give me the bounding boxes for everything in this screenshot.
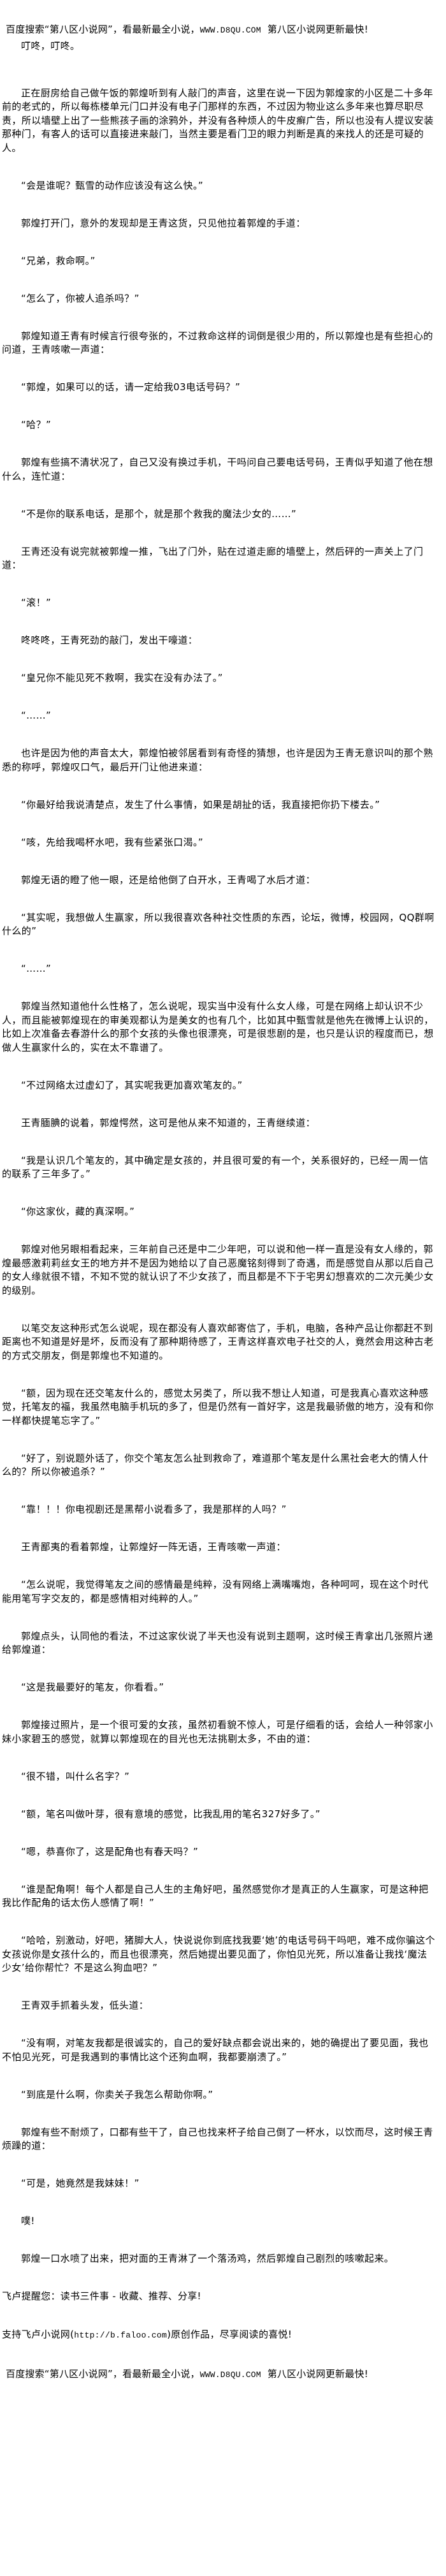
story-paragraph: “到底是什么啊，你卖关子我怎么帮助你啊。”: [21, 2088, 213, 2100]
story-paragraph: 王青双手抓着头发，低头道：: [21, 2000, 149, 2011]
banner-suffix: 第八区小说网更新最快!: [261, 2368, 368, 2380]
story-paragraph: “皇兄你不能见死不救啊，我实在没有办法了。”: [21, 672, 223, 684]
faloo-link[interactable]: http://b.faloo.com: [74, 2331, 168, 2340]
story-paragraph: “嗯，恭喜你了，这是配角也有春天吗？”: [21, 1845, 199, 1857]
chapter-body: 叮咚，叮咚。正在厨房给自己做午饭的郭煌听到有人敲门的声音，这里在说一下因为郭煌家…: [2, 40, 436, 2266]
story-paragraph: “靠！！！你电视剧还是黑帮小说看多了，我是那样的人吗？”: [21, 1504, 287, 1515]
story-paragraph: 郭煌无语的瞪了他一眼，还是给他倒了白开水，王青喝了水后才道：: [21, 874, 316, 886]
story-paragraph: 正在厨房给自己做午饭的郭煌听到有人敲门的声音，这里在说一下因为郭煌家的小区是二十…: [2, 87, 434, 154]
banner-suffix: 第八区小说网更新最快!: [261, 24, 368, 35]
story-paragraph: “不是你的联系电话，是那个，就是那个救我的魔法少女的……”: [21, 508, 297, 520]
story-paragraph: 郭煌一口水喷了出来，把对面的王青淋了一个落汤鸡，然后郭煌自己剧烈的咳嗽起来。: [21, 2253, 394, 2264]
story-paragraph: 王青腼腆的说着，郭煌愕然，这可是他从来不知道的，王青继续道：: [21, 1116, 316, 1129]
story-paragraph: “这是我最要好的笔友，你看看。”: [21, 1681, 164, 1693]
story-paragraph: 王青鄙夷的看着郭煌，让郭煌好一阵无语，王青咳嗽一声道：: [21, 1541, 286, 1553]
footer-banner: 百度搜索“第八区小说网”，看最新最全小说，WWW.D8QU.COM 第八区小说网…: [2, 2367, 436, 2382]
story-paragraph: 叮咚，叮咚。: [21, 40, 80, 52]
story-paragraph: “会是谁呢？甄雪的动作应该没有这么快。”: [21, 179, 204, 191]
story-paragraph: “怎么说呢，我觉得笔友之间的感情最是纯粹，没有网络上满嘴嘴炮，各种呵呵，现在这个…: [2, 1579, 429, 1604]
story-paragraph: “……”: [21, 710, 52, 721]
story-paragraph: 郭煌接过照片，是一个很可爱的女孩，虽然初看貌不惊人，可是仔细看的话，会给人一种邻…: [2, 1719, 433, 1745]
banner-prefix: 百度搜索“第八区小说网”，看最新最全小说，: [6, 24, 200, 35]
story-paragraph: 郭煌当然知道他什么性格了，怎么说呢，现实当中没有什么女人缘，可是在网络上却认识不…: [2, 1000, 434, 1053]
story-paragraph: “没有啊，对笔友我都是很诚实的，自己的爱好缺点都会说出来的，她的确提出了要见面，…: [2, 2037, 429, 2063]
chapter-page: 百度搜索“第八区小说网”，看最新最全小说，WWW.D8QU.COM 第八区小说网…: [2, 23, 436, 2382]
story-paragraph: “很不错，叫什么名字？”: [21, 1770, 130, 1782]
story-paragraph: 咚咚咚，王青死劲的敲门，发出干嚎道：: [21, 634, 198, 646]
story-paragraph: 郭煌有些不耐烦了，口都有些干了，自己也找来杯子给自己倒了一杯水，以饮而尽，这时候…: [2, 2126, 433, 2152]
banner-site-link[interactable]: WWW.D8QU.COM: [199, 26, 261, 35]
reading-reminder: 飞卢提醒您：读书三件事 - 收藏、推荐、分享!: [2, 2290, 201, 2302]
story-paragraph: “咳，先给我喝杯水吧，我有些紧张口渴。”: [21, 836, 204, 848]
story-paragraph: “怎么了，你被人追杀吗？”: [21, 292, 140, 304]
story-paragraph: “好了，别说题外话了，你交个笔友怎么扯到救命了，难道那个笔友是什么黑社会老大的情…: [2, 1452, 429, 1478]
support-line: 支持飞卢小说网(http://b.faloo.com)原创作品，尽享阅读的喜悦!: [2, 2328, 436, 2342]
story-paragraph: 郭煌对他另眼相看起来，三年前自己还是中二少年吧，可以说和他一样一直是没有女人缘的…: [2, 1243, 434, 1296]
story-paragraph: 也许是因为他的声音太大，郭煌怕被邻居看到有奇怪的猜想，也许是因为王青无意识叫的那…: [2, 747, 433, 773]
story-paragraph: “滚！”: [21, 597, 52, 608]
story-paragraph: 郭煌有些搞不清状况了，自己又没有换过手机，干吗问自己要电话号码，王青似乎知道了他…: [2, 457, 433, 482]
banner-prefix: 百度搜索“第八区小说网”，看最新最全小说，: [6, 2368, 200, 2380]
story-paragraph: “额，因为现在还交笔友什么的，感觉太另类了，所以我不想让人知道，可是我真心喜欢这…: [2, 1387, 434, 1426]
story-paragraph: “……”: [21, 963, 52, 974]
support-suffix: )原创作品，尽享阅读的喜悦!: [167, 2329, 292, 2340]
story-paragraph: “哈哈，别激动，好吧，猪脚大人，快说说你到底找我要‘她’的电话号码干吗吧，难不成…: [2, 1935, 435, 1973]
story-paragraph: 噗!: [21, 2215, 35, 2227]
story-paragraph: “你最好给我说清楚点，发生了什么事情，如果是胡扯的话，我直接把你扔下楼去。”: [21, 798, 380, 810]
story-paragraph: 郭煌点头，认同他的看法，不过这家伙说了半天也没有说到主题啊，这时候王青拿出几张照…: [2, 1630, 433, 1656]
header-banner: 百度搜索“第八区小说网”，看最新最全小说，WWW.D8QU.COM 第八区小说网…: [2, 23, 436, 37]
story-paragraph: “谁是配角啊！每个人都是自己人生的主角好吧，虽然感觉你才是真正的人生赢家，可是这…: [2, 1883, 429, 1909]
story-paragraph: 王青还没有说完就被郭煌一推，飞出了门外，贴在过道走廊的墙壁上，然后砰的一声关上了…: [2, 545, 424, 571]
story-paragraph: “我是认识几个笔友的，其中确定是女孩的，并且很可爱的有一个，关系很好的，已经一周…: [2, 1154, 429, 1180]
story-paragraph: 郭煌知道王青有时候言行很夸张的，不过救命这样的词倒是很少用的，所以郭煌也是有些担…: [2, 330, 433, 356]
story-paragraph: 以笔交友这种形式怎么说呢，现在都没有人喜欢邮寄信了，手机，电脑，各种产品让你都赶…: [2, 1322, 434, 1361]
support-prefix: 支持飞卢小说网(: [2, 2329, 75, 2340]
story-paragraph: “兄弟，救命啊。”: [21, 254, 96, 267]
story-paragraph: “额，笔名叫做叶芽，很有意境的感觉，比我乱用的笔名327好多了。”: [21, 1808, 320, 1820]
banner-site-link[interactable]: WWW.D8QU.COM: [199, 2370, 261, 2380]
story-paragraph: “郭煌，如果可以的话，请一定给我03电话号码？”: [21, 381, 241, 393]
story-paragraph: 郭煌打开门，意外的发现却是王青这货，只见他拉着郭煌的手道：: [21, 217, 306, 229]
story-paragraph: “你这家伙，藏的真深啊。”: [21, 1206, 135, 1217]
story-paragraph: “哈？”: [21, 419, 52, 430]
story-paragraph: “不过网络太过虚幻了，其实呢我更加喜欢笔友的。”: [21, 1079, 243, 1091]
story-paragraph: “其实呢，我想做人生赢家，所以我很喜欢各种社交性质的东西，论坛，微博，校园网，Q…: [2, 911, 435, 937]
story-paragraph: “可是，她竟然是我妹妹！”: [21, 2177, 140, 2189]
